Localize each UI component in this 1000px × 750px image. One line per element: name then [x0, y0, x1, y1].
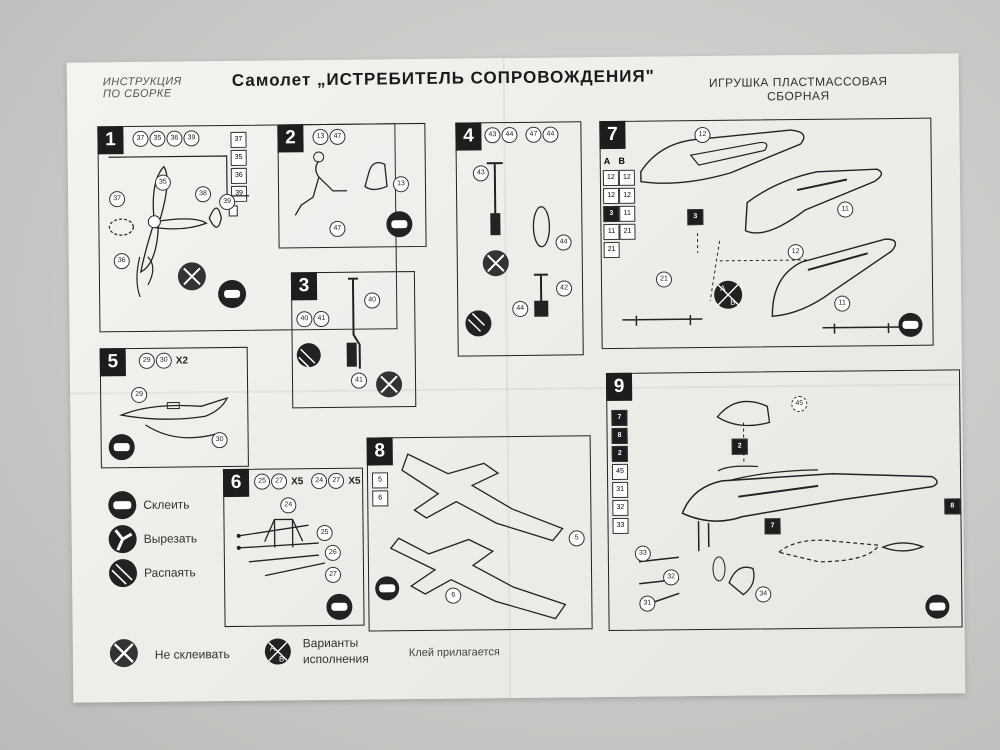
svg-text:B: B	[730, 298, 735, 307]
part-callout: 44	[555, 234, 572, 251]
legend-melt-label: Распаять	[143, 565, 196, 580]
part-callout: 43	[472, 165, 489, 182]
landing-gear-drawing	[296, 277, 403, 398]
step-panel-4: 4 43 44 47 44 43 44 42 44	[455, 121, 584, 357]
part-callout: 25	[316, 524, 333, 542]
final-assembly-drawing	[638, 400, 950, 619]
part-callout: 31	[639, 595, 656, 612]
step-panel-3: 3 40 41 40 41	[290, 271, 417, 409]
part-callout: 35	[154, 174, 172, 191]
header-left: ИНСТРУКЦИЯ ПО СБОРКЕ	[103, 75, 182, 100]
page-title: Самолет „ИСТРЕБИТЕЛЬ СОПРОВОЖДЕНИЯ"	[231, 66, 655, 90]
svg-text:A: A	[270, 644, 276, 653]
part-callout: 26	[324, 544, 341, 562]
part-callout: 13	[392, 176, 410, 193]
engine-nacelle-drawing	[108, 396, 229, 461]
legend-cut-label: Вырезать	[143, 531, 198, 546]
part-callout: 12	[787, 243, 804, 261]
instruction-sheet: ИНСТРУКЦИЯ ПО СБОРКЕ Самолет „ИСТРЕБИТЕЛ…	[66, 53, 966, 703]
part-callout: 38	[194, 186, 212, 203]
sub-assembly-tag: 8	[944, 498, 961, 515]
part-callout: 24	[280, 497, 297, 514]
header-right-line1: ИГРУШКА ПЛАСТМАССОВАЯ	[708, 74, 888, 90]
part-callout: 12	[694, 126, 711, 144]
part-callout: 6	[445, 587, 462, 604]
step-panel-9: 9 7 8 2 45 31 32 33 2 7 8	[605, 369, 963, 632]
part-callout: 34	[755, 586, 772, 603]
rocket-rack-drawing	[236, 518, 353, 620]
header-left-line1: ИНСТРУКЦИЯ	[102, 75, 182, 89]
part-callout: 5	[568, 530, 585, 547]
step-panel-2: 2 13 47 13 47	[277, 122, 427, 249]
part-callout: 30	[211, 432, 228, 449]
part-callout: 33	[634, 545, 651, 562]
part-callout: 11	[837, 201, 854, 218]
legend-glue-label: Склеить	[143, 497, 190, 512]
header-right-line2: СБОРНАЯ	[766, 88, 830, 104]
glue-icon	[108, 491, 137, 520]
part-callout: 27	[324, 566, 342, 584]
step-panel-5: 5 29 30 X2 29 30	[99, 346, 249, 469]
step-panel-7: 7 A B 12 12 3 11 21 12 12 11 21	[599, 117, 934, 350]
legend-variants-line1: Варианты	[302, 635, 359, 651]
part-callout: 32	[663, 569, 680, 586]
part-callout: 44	[512, 300, 529, 318]
part-callout: 39	[219, 193, 236, 211]
legend: Склеить Вырезать Распаять Не склеивать A…	[101, 485, 369, 697]
part-callout: 11	[834, 295, 851, 312]
part-callout: 40	[364, 292, 381, 309]
sub-assembly-tag: 2	[731, 438, 748, 455]
svg-text:A: A	[720, 284, 726, 293]
melt-icon	[109, 559, 138, 588]
wing-assembly-drawing	[375, 453, 567, 620]
glue-included-note: Клей прилагается	[408, 646, 500, 660]
part-callout: 21	[655, 271, 673, 288]
header-left-line2: ПО СБОРКЕ	[102, 87, 172, 101]
no-glue-icon	[109, 639, 138, 668]
legend-variants-line2: исполнения	[302, 651, 369, 667]
step-panel-1: 1 37 35 36 39 37 35 36 39	[97, 123, 398, 333]
variants-icon: A B	[264, 638, 291, 665]
cut-icon	[108, 525, 137, 554]
part-callout: 37	[109, 191, 126, 208]
step-panel-8: 8 5 6 5 6	[366, 435, 593, 632]
propeller-assembly-drawing	[108, 155, 250, 308]
part-callout: 36	[113, 253, 130, 270]
sub-assembly-tag: 3	[687, 209, 704, 226]
header-right: ИГРУШКА ПЛАСТМАССОВАЯ СБОРНАЯ	[709, 74, 888, 104]
pilot-seat-drawing	[294, 151, 413, 238]
part-callout: 29	[131, 386, 148, 404]
fuselage-assembly-drawing: A B	[622, 129, 923, 337]
legend-no-glue-label: Не склеивать	[154, 647, 230, 662]
part-callout: 41	[350, 372, 368, 389]
part-callout: 47	[329, 220, 346, 237]
svg-text:B: B	[279, 654, 284, 663]
sub-assembly-tag: 7	[764, 518, 781, 535]
part-callout: 45	[791, 395, 808, 413]
part-callout: 42	[555, 280, 573, 297]
step-panel-6: 6 25 27 X5 24 27 X5 24 25 26 27	[222, 467, 365, 628]
wheel-assembly-drawing	[465, 162, 551, 337]
